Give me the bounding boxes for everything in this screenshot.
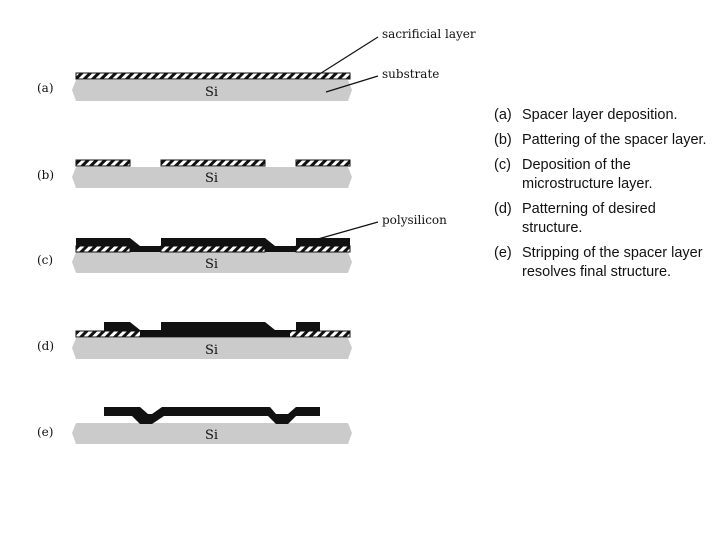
released-structure — [104, 407, 320, 424]
process-steps-list: (a) Spacer layer deposition. (b) Pattering… — [494, 106, 714, 288]
row-b: (b) Si — [37, 159, 352, 188]
si-substrate — [72, 252, 352, 273]
sacrificial-segment — [75, 159, 131, 167]
polysilicon-structure — [104, 322, 320, 337]
step-marker: (e) — [494, 245, 512, 261]
sacrificial-segment — [75, 245, 131, 253]
row-a: (a) Si — [37, 72, 352, 101]
polysilicon-layer — [76, 238, 350, 252]
step-item: (a) Spacer layer deposition. — [494, 106, 714, 125]
sacrificial-segment — [295, 159, 351, 167]
si-substrate — [72, 423, 352, 444]
callout-sacrificial-layer: sacrificial layer — [317, 27, 476, 76]
callout-label: polysilicon — [382, 213, 447, 227]
callout-label: sacrificial layer — [382, 27, 476, 41]
si-label: Si — [205, 428, 218, 443]
row-label: (c) — [37, 253, 53, 267]
step-marker: (c) — [494, 157, 511, 173]
si-label: Si — [205, 343, 218, 358]
callout-label: substrate — [382, 67, 439, 81]
row-label: (a) — [37, 81, 54, 95]
step-item: (c) Deposition of the microstructure laye… — [494, 156, 714, 194]
step-item: (d) Patterning of desired structure. — [494, 200, 714, 238]
row-d: (d) Si — [37, 322, 352, 359]
row-e: (e) Si — [37, 407, 352, 444]
step-text: Patterning of desired structure. — [522, 201, 656, 236]
row-label: (d) — [37, 339, 54, 353]
si-substrate — [72, 167, 352, 188]
sacrificial-segment — [295, 245, 351, 253]
step-text: Stripping of the spacer layer resolves f… — [522, 245, 703, 280]
sacrificial-segment — [160, 245, 266, 253]
si-label: Si — [205, 85, 218, 100]
si-label: Si — [205, 257, 218, 272]
row-c: (c) Si — [37, 238, 352, 273]
step-text: Spacer layer deposition. — [522, 107, 678, 123]
step-item: (e) Stripping of the spacer layer resolve… — [494, 244, 714, 282]
step-item: (b) Pattering of the spacer layer. — [494, 131, 714, 150]
sacrificial-layer — [75, 72, 351, 80]
step-text: Deposition of the microstructure layer. — [522, 157, 653, 192]
si-substrate — [72, 338, 352, 359]
callout-substrate: substrate — [325, 67, 439, 93]
step-marker: (d) — [494, 201, 512, 217]
step-marker: (b) — [494, 132, 512, 148]
si-label: Si — [205, 171, 218, 186]
sacrificial-segment — [160, 159, 266, 167]
row-label: (b) — [37, 168, 54, 182]
step-marker: (a) — [494, 107, 512, 123]
callout-polysilicon: polysilicon — [317, 213, 447, 240]
si-substrate — [72, 80, 352, 101]
step-text: Pattering of the spacer layer. — [522, 132, 707, 148]
row-label: (e) — [37, 425, 53, 439]
